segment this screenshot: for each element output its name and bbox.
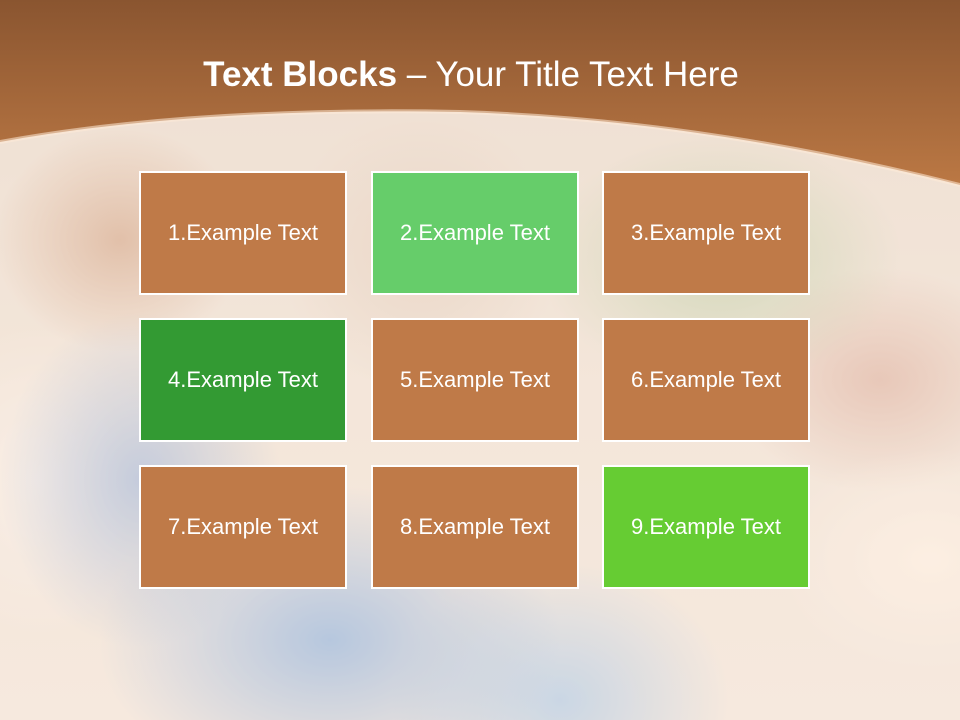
header-band (0, 0, 960, 187)
text-block-9[interactable]: 9.Example Text (602, 465, 810, 589)
title-bold-text: Text Blocks (203, 55, 398, 94)
text-block-4[interactable]: 4.Example Text (139, 318, 347, 442)
title-rest-text: Your Title Text Here (435, 55, 739, 94)
title-dash: – (397, 55, 436, 94)
text-block-7[interactable]: 7.Example Text (139, 465, 347, 589)
slide-title: Text Blocks – Your Title Text Here (0, 52, 942, 98)
text-block-6[interactable]: 6.Example Text (602, 318, 810, 442)
text-block-grid: 1.Example Text 2.Example Text 3.Example … (139, 171, 815, 594)
text-block-1[interactable]: 1.Example Text (139, 171, 347, 295)
header-curve-shape (0, 0, 960, 185)
text-block-2[interactable]: 2.Example Text (371, 171, 579, 295)
header-curve-highlight (0, 109, 960, 187)
text-block-8[interactable]: 8.Example Text (371, 465, 579, 589)
text-block-5[interactable]: 5.Example Text (371, 318, 579, 442)
text-block-3[interactable]: 3.Example Text (602, 171, 810, 295)
